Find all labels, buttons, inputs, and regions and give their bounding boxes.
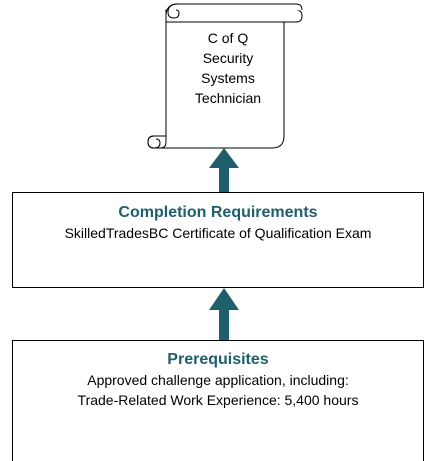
completion-requirements-box: Completion Requirements SkilledTradesBC … [12, 192, 424, 288]
prerequisites-title: Prerequisites [167, 351, 269, 368]
arrow-up-icon [209, 288, 239, 340]
certificate-line: C of Q [207, 30, 249, 46]
certificate-line: Systems [201, 70, 255, 86]
prerequisites-box: Prerequisites Approved challenge applica… [12, 340, 424, 461]
certificate-line: Technician [194, 90, 262, 106]
certificate-line: Security [202, 50, 254, 66]
prerequisites-line: Trade-Related Work Experience: 5,400 hou… [77, 392, 359, 408]
completion-text: SkilledTradesBC Certificate of Qualifica… [64, 225, 372, 241]
prerequisites-line: Approved challenge application, includin… [87, 372, 349, 388]
completion-title: Completion Requirements [118, 204, 318, 221]
certificate-title: C of Q Security Systems Technician [174, 28, 282, 108]
certificate-scroll: C of Q Security Systems Technician [146, 2, 304, 149]
arrow-up-icon [209, 148, 239, 193]
scroll-shape [147, 3, 303, 149]
